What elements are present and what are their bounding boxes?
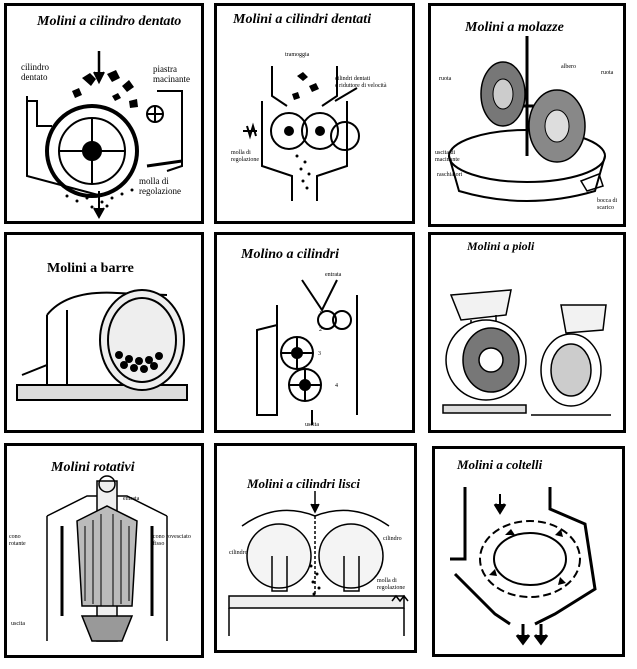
label-numero-4: 4 xyxy=(335,383,338,389)
panel-title: Molino a cilindri xyxy=(241,247,340,262)
panel-molini-cilindri-lisci: Molini a cilindri lisci cilindro cilindr… xyxy=(214,443,417,653)
label-uscita: uscita xyxy=(11,621,25,627)
label-piastra-macinante: piastra macinante xyxy=(153,64,190,84)
label-cilindro-destro: cilindro xyxy=(383,536,402,542)
label-albero: albero xyxy=(561,64,576,70)
panel-molini-coltelli: Molini a coltelli xyxy=(432,446,625,657)
label-molla-regolazione: molla di regolazione xyxy=(139,176,181,196)
label-raschiatori: raschiatori xyxy=(437,172,463,178)
diagram-barre xyxy=(16,289,188,401)
label-molla-regolazione: molla di regolazione xyxy=(377,578,405,591)
label-cono-rovesciato: cono rovesciato fisso xyxy=(153,534,191,547)
diagram-cilindro-dentato xyxy=(26,51,183,220)
panel-molini-pioli: Molini a pioli xyxy=(428,232,626,433)
label-numero-3: 3 xyxy=(318,351,321,357)
panel-title: Molini a cilindri lisci xyxy=(247,476,361,491)
label-ruota-sinistra: ruota xyxy=(439,76,452,82)
label-uscita: uscita xyxy=(305,422,319,428)
panel-title: Molini a barre xyxy=(47,261,134,276)
panel-title: Molini a cilindro dentato xyxy=(37,14,182,29)
panel-title: Molini a cilindri dentati xyxy=(233,12,372,27)
panel-molini-rotativi: Molini rotativi entrata cono rotante con… xyxy=(4,443,204,658)
label-cilindro-dentato: cilindro dentato xyxy=(21,62,49,82)
panel-title: Molini a molazze xyxy=(465,20,564,35)
panel-title: Molini a pioli xyxy=(467,239,535,253)
label-entrata: entrata xyxy=(123,496,140,502)
label-cilindri-riduttore: cilindri dentati e riduttore di velocità xyxy=(335,76,387,89)
panel-title: Molini a coltelli xyxy=(457,457,543,472)
label-ruota-destra: ruota xyxy=(601,70,614,76)
diagram-coltelli xyxy=(450,487,597,646)
panel-molini-cilindro-dentato: Molini a cilindro dentato cilindro denta… xyxy=(4,3,204,224)
label-cilindro-sinistro: cilindro xyxy=(229,550,248,556)
label-tramoggia: tramoggia xyxy=(285,52,310,58)
label-uscita-macinante: uscita di macinante xyxy=(435,150,460,163)
diagram-molazze xyxy=(448,36,606,202)
label-bocca-scarico: bocca di scarico xyxy=(597,198,618,211)
label-entrata: entrata xyxy=(325,272,342,278)
label-molla-regolazione: molla di regolazione xyxy=(231,150,259,163)
label-numero-2: 2 xyxy=(319,327,322,333)
panel-molino-cilindri: Molino a cilindri entrata 1 2 3 4 uscita xyxy=(214,232,415,433)
panel-title: Molini rotativi xyxy=(51,460,135,475)
panel-molini-molazze: Molini a molazze ruota albero ruota usci… xyxy=(428,3,626,227)
label-cono-rotante: cono rotante xyxy=(9,534,26,547)
diagram-molino-cilindri xyxy=(256,279,358,425)
diagram-pioli xyxy=(442,289,611,416)
diagram-cilindri-dentati xyxy=(243,66,360,201)
label-numero-1: 1 xyxy=(319,311,322,317)
panel-molini-barre: Molini a barre xyxy=(4,232,204,433)
panel-molini-cilindri-dentati: Molini a cilindri dentati tramoggia cili… xyxy=(214,3,415,224)
diagram-rotativi xyxy=(46,475,168,642)
diagram-cilindri-lisci xyxy=(228,491,409,636)
